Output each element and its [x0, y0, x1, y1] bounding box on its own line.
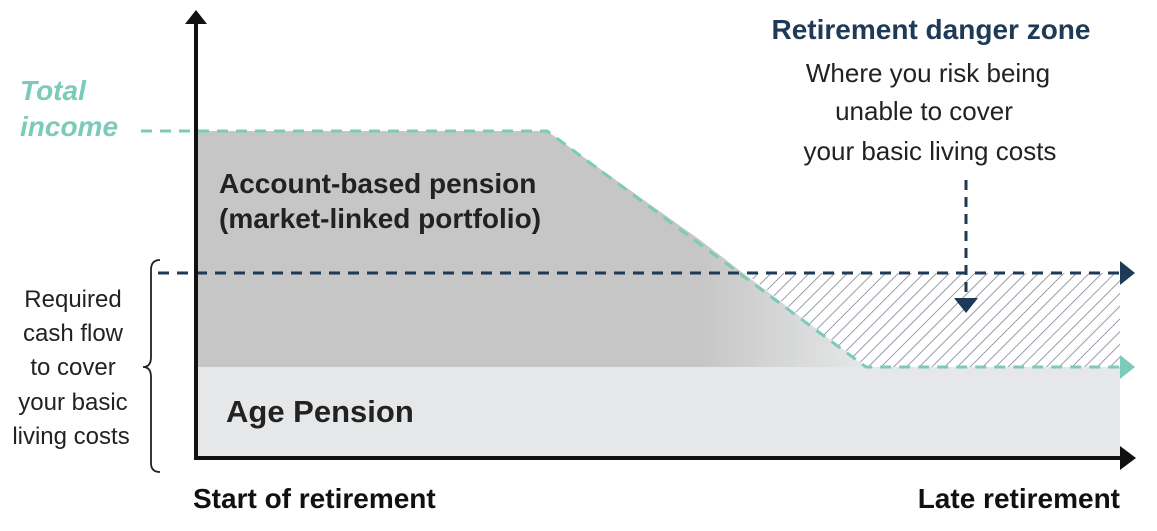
x-axis-arrowhead [1120, 446, 1136, 470]
danger-zone-desc-line1: Where you risk being [806, 58, 1050, 88]
total-income-arrowhead [1120, 355, 1135, 379]
account-pension-area [197, 131, 700, 367]
x-axis-end-label: Late retirement [918, 483, 1120, 514]
total-income-label-line2: income [20, 111, 118, 142]
required-cashflow-label-line4: your basic [18, 389, 127, 416]
x-axis-start-label: Start of retirement [193, 483, 436, 514]
danger-pointer-arrowhead [954, 298, 978, 313]
danger-zone-desc-line3: your basic living costs [804, 136, 1057, 166]
required-cashflow-label-line3: to cover [30, 354, 115, 381]
account-pension-label-line2: (market-linked portfolio) [219, 203, 541, 234]
required-cashflow-arrowhead [1120, 261, 1135, 285]
required-cashflow-label-line5: living costs [12, 423, 129, 450]
required-cashflow-label-line2: cash flow [23, 320, 124, 347]
danger-zone-hatch [745, 273, 1120, 367]
age-pension-area [197, 367, 1120, 458]
required-cashflow-brace [142, 259, 161, 473]
y-axis-arrowhead [185, 10, 207, 24]
danger-zone-title: Retirement danger zone [772, 14, 1091, 45]
account-pension-label-line1: Account-based pension [219, 168, 536, 199]
total-income-label-line1: Total [20, 75, 87, 106]
age-pension-label: Age Pension [226, 394, 414, 429]
danger-zone-desc-line2: unable to cover [835, 96, 1013, 126]
required-cashflow-label-line1: Required [24, 286, 121, 313]
